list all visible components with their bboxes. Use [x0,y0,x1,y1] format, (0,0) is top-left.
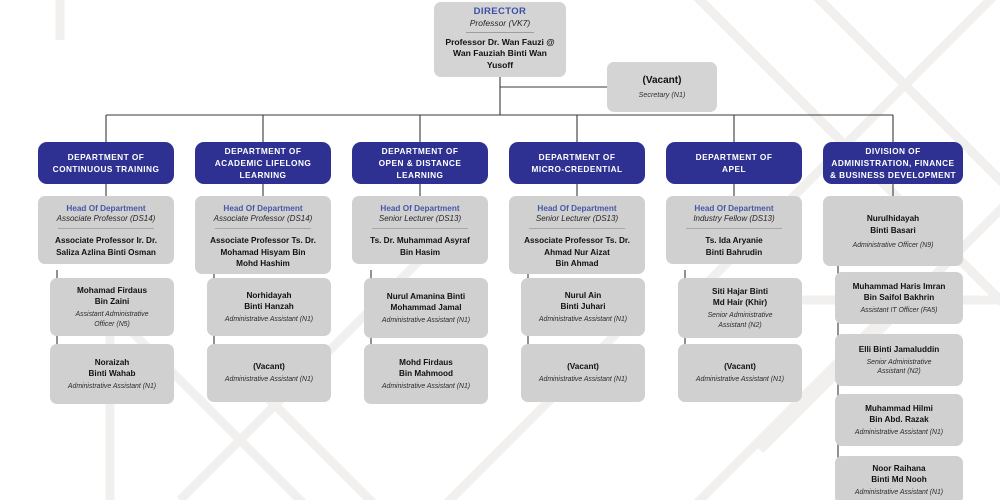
staff-name: Muhammad Hilmi Bin Abd. Razak [865,403,933,424]
staff-title: Administrative Assistant (N1) [695,376,785,384]
head-person: Associate Professor Ts. Dr. Ahmad Nur Ai… [524,236,630,269]
staff-name: Nurul Amanina Binti Mohammad Jamal [386,291,466,312]
staff-name: Nurul Ain Binti Juhari [560,290,606,311]
department-header-3[interactable]: DEPARTMENT OF OPEN & DISTANCE LEARNING [352,142,488,184]
director-person: Professor Dr. Wan Fauzi @ Wan Fauziah Bi… [445,37,555,70]
divider [686,228,782,229]
staff-title: Administrative Assistant (N1) [538,376,628,384]
staff-node[interactable]: (Vacant) Administrative Assistant (N1) [521,344,645,402]
divider [58,228,154,229]
head-grade: Associate Professor (DS14) [56,214,156,223]
head-grade: Senior Lecturer (DS13) [535,214,619,223]
head-label: Head Of Department [694,204,774,213]
staff-name: Siti Hajar Binti Md Hair (Khir) [712,287,768,308]
divider [466,32,534,33]
staff-title: Assistant Administrative Officer (N5) [75,311,149,328]
secretary-title: Secretary (N1) [638,90,686,100]
divider [529,228,625,229]
staff-title: Administrative Assistant (N1) [381,383,471,390]
director-grade: Professor (VK7) [469,18,531,28]
secretary-name: (Vacant) [642,75,682,87]
staff-node[interactable]: (Vacant) Administrative Assistant (N1) [678,344,802,402]
director-role: DIRECTOR [473,6,527,17]
head-grade: Senior Lecturer (DS13) [378,214,462,223]
staff-title: Administrative Assistant (N1) [224,376,314,384]
department-header-5[interactable]: DEPARTMENT OF APEL [666,142,802,184]
staff-name: Noraizah Binti Wahab [88,357,136,378]
staff-title: Administrative Assistant (N1) [854,489,944,496]
staff-name: Norhidayah Binti Hanzah [244,290,294,311]
department-header-4[interactable]: DEPARTMENT OF MICRO-CREDENTIAL [509,142,645,184]
staff-title: Senior Administrative Assistant (N2) [707,312,773,329]
staff-name: (Vacant) [567,362,599,372]
staff-title: Administrative Assistant (N1) [224,316,314,323]
staff-node[interactable]: Siti Hajar Binti Md Hair (Khir) Senior Ad… [678,278,802,338]
head-grade: Industry Fellow (DS13) [693,214,775,223]
department-title: DEPARTMENT OF OPEN & DISTANCE LEARNING [378,145,462,181]
department-title: DEPARTMENT OF MICRO-CREDENTIAL [531,151,623,174]
department-header-1[interactable]: DEPARTMENT OF CONTINUOUS TRAINING [38,142,174,184]
divider [372,228,468,229]
department-title: DEPARTMENT OF APEL [695,151,773,174]
staff-title: Administrative Assistant (N1) [67,383,157,390]
secretary-node[interactable]: (Vacant) Secretary (N1) [607,62,717,112]
department-title: DEPARTMENT OF ACADEMIC LIFELONG LEARNING [214,145,312,181]
head-label: Head Of Department [380,204,460,213]
staff-node[interactable]: (Vacant) Administrative Assistant (N1) [207,344,331,402]
department-header-6[interactable]: DIVISION OF ADMINISTRATION, FINANCE & BU… [823,142,963,184]
staff-name: Noor Raihana Binti Md Nooh [871,463,927,484]
head-label: Head Of Department [66,204,146,213]
staff-name: (Vacant) [253,362,285,372]
department-title: DIVISION OF ADMINISTRATION, FINANCE & BU… [829,145,957,181]
staff-name: Mohamad Firdaus Bin Zaini [76,286,148,307]
head-person: Associate Professor Ts. Dr. Mohamad Hisy… [210,236,316,269]
head-person: Associate Professor Ir. Dr. Saliza Azlin… [55,236,157,257]
head-grade: Associate Professor (DS14) [213,214,313,223]
staff-name: Elli Binti Jamaluddin [858,344,940,354]
head-label: Head Of Department [537,204,617,213]
head-person: Ts. Ida Aryanie Binti Bahrudin [705,236,763,257]
staff-title: Administrative Assistant (N1) [854,429,944,436]
department-title: DEPARTMENT OF CONTINUOUS TRAINING [52,151,160,174]
staff-name: Muhammad Haris Imran Bin Saifol Bakhrin [852,281,946,302]
head-person: Nurulhidayah Binti Basari [866,214,920,235]
head-title: Administrative Officer (N9) [852,241,934,249]
divider [215,228,311,229]
staff-name: Mohd Firdaus Bin Mahmood [398,357,454,378]
staff-title: Assistant IT Officer (FA5) [860,307,938,314]
staff-title: Administrative Assistant (N1) [381,317,471,324]
staff-title: Senior Administrative Assistant (N2) [866,358,932,376]
staff-title: Administrative Assistant (N1) [538,316,628,323]
head-person: Ts. Dr. Muhammad Asyraf Bin Hasim [370,236,470,257]
staff-name: (Vacant) [724,362,756,372]
director-node[interactable]: DIRECTOR Professor (VK7) Professor Dr. W… [434,2,566,78]
head-label: Head Of Department [223,204,303,213]
department-header-2[interactable]: DEPARTMENT OF ACADEMIC LIFELONG LEARNING [195,142,331,184]
